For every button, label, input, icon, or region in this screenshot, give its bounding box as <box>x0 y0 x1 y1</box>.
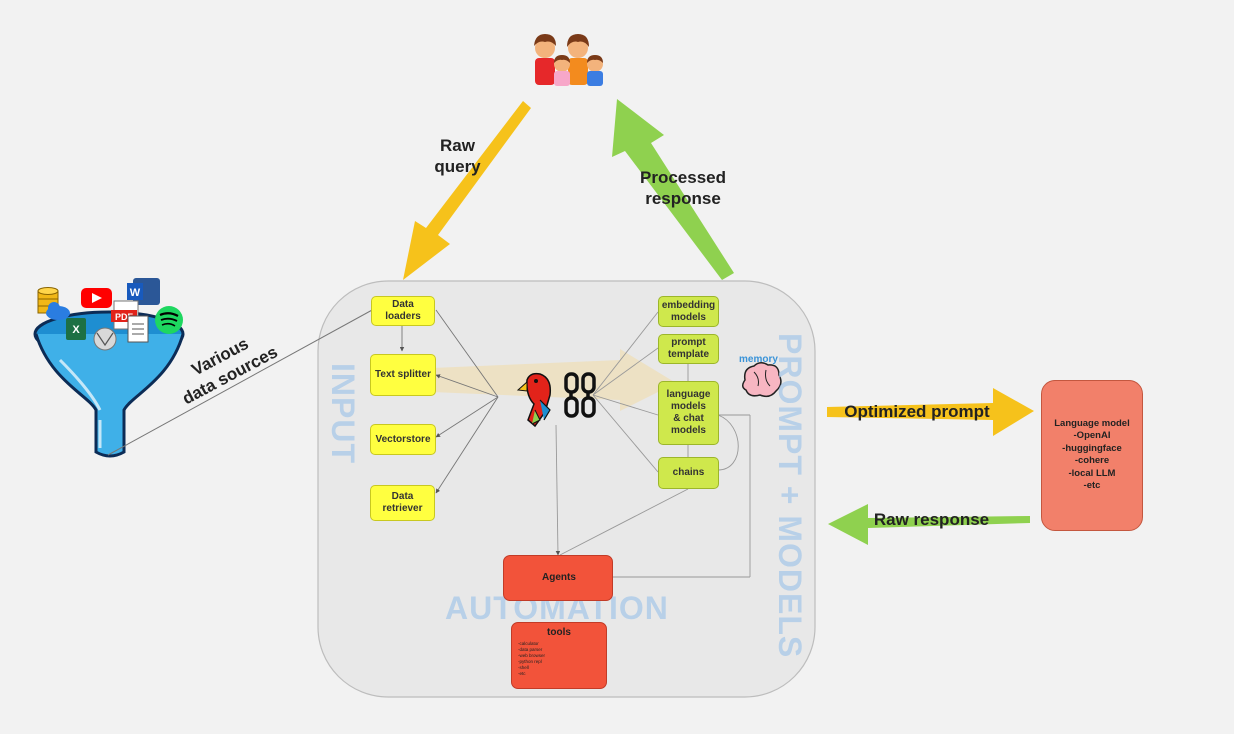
raw-response-label: Raw response <box>873 510 990 529</box>
tools-item: -web browser <box>518 653 546 658</box>
memory-label: memory <box>739 354 778 365</box>
text-splitter-node[interactable]: Text splitter <box>370 354 436 396</box>
raw-query-label: Raw query <box>434 136 481 176</box>
cloud-icon <box>46 302 70 320</box>
section-prompt-models-label: PROMPT + MODELS <box>772 333 808 659</box>
language-model-list: -OpenAI-huggingface-cohere-local LLM-etc <box>1062 430 1122 493</box>
agents-label: Agents <box>542 572 576 583</box>
document-icon <box>127 315 149 343</box>
tools-node[interactable]: tools -calculator-data parser-web browse… <box>511 622 607 689</box>
prompt-template-node[interactable]: prompt template <box>658 334 719 364</box>
wikipedia-icon <box>93 327 117 351</box>
chains-node[interactable]: chains <box>658 457 719 489</box>
language-models-node[interactable]: language models & chat models <box>658 381 719 445</box>
agents-node[interactable]: Agents <box>503 555 613 601</box>
raw-query-arrow <box>403 101 531 280</box>
optimized-prompt-arrow <box>827 388 1034 436</box>
raw-response-arrow <box>828 504 1030 545</box>
vectorstore-node[interactable]: Vectorstore <box>370 424 436 455</box>
flow-arrow <box>432 349 676 411</box>
brain-icon <box>742 362 782 398</box>
language-model-item: -etc <box>1083 480 1101 492</box>
data-loaders-node[interactable]: Data loaders <box>371 296 435 326</box>
tools-item: -calculator <box>518 641 539 646</box>
data-retriever-node[interactable]: Data retriever <box>370 485 435 521</box>
svg-text:W: W <box>130 287 141 299</box>
tools-title: tools <box>547 627 571 638</box>
tools-list: -calculator-data parser-web browser-pyth… <box>518 641 606 677</box>
language-model-item: -OpenAI <box>1073 430 1111 442</box>
chain-icon <box>564 372 596 418</box>
language-model-item: -local LLM <box>1068 467 1116 479</box>
optimized-prompt-label: Optimized prompt <box>844 402 990 421</box>
language-model-item: -huggingface <box>1062 442 1122 454</box>
users-icon <box>534 34 603 86</box>
svg-text:PDF: PDF <box>115 312 134 322</box>
embedding-models-node[interactable]: embedding models <box>658 296 719 327</box>
tools-item: -python repl <box>518 659 542 664</box>
spotify-icon <box>155 306 183 334</box>
processed-response-label: Processed response <box>640 168 726 208</box>
funnel-to-loaders-line <box>107 308 375 456</box>
excel-icon: X <box>66 318 86 340</box>
section-input-label: INPUT <box>325 363 361 464</box>
processed-response-arrow <box>612 99 734 280</box>
tools-item: -etc <box>518 671 526 676</box>
model-connectors <box>555 311 751 578</box>
language-model-box[interactable]: Language model -OpenAI-huggingface-coher… <box>1041 380 1143 531</box>
language-model-title: Language model <box>1054 418 1130 430</box>
tools-item: -data parser <box>518 647 543 652</box>
language-model-item: -cohere <box>1074 455 1110 467</box>
youtube-icon <box>81 288 112 308</box>
word-icon: W <box>127 278 160 305</box>
tools-item: -shell <box>518 665 529 670</box>
svg-text:X: X <box>72 324 80 336</box>
input-connectors <box>399 309 499 494</box>
parrot-icon <box>516 372 552 428</box>
